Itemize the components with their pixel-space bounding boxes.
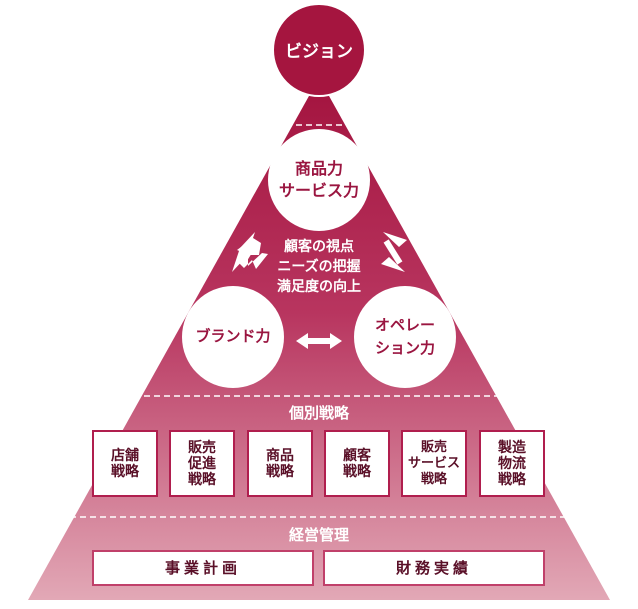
vision-label: ビジョン <box>285 42 353 62</box>
strategy-box-product: 商品 戦略 <box>247 430 313 497</box>
strategy-box-customer: 顧客 戦略 <box>324 430 390 497</box>
business-plan-box: 事業計画 <box>92 550 314 586</box>
strategy-box-sales-service: 販売 サービス 戦略 <box>401 430 467 497</box>
brand-circle <box>182 286 284 388</box>
arrow-horizontal <box>296 333 342 349</box>
operation-circle-label: オペレー ション力 <box>374 316 435 357</box>
section-individual-strategy: 個別戦略 <box>288 404 349 422</box>
section-management: 経営管理 <box>288 526 349 544</box>
strategy-box-sales-promotion: 販売 促進 戦略 <box>169 430 235 497</box>
arrow-right-diagonal <box>381 232 407 272</box>
operation-circle <box>354 286 456 388</box>
strategy-box-store: 店舗 戦略 <box>92 430 158 497</box>
customer-perspective-text: 顧客の視点 ニーズの把握 満足度の向上 <box>277 239 361 295</box>
brand-circle-label: ブランド力 <box>195 327 271 345</box>
strategy-box-manufacturing: 製造 物流 戦略 <box>479 430 545 497</box>
financial-results-box: 財務実績 <box>323 550 545 586</box>
vision-circle <box>272 3 366 97</box>
product-circle-label: 商品力 サービス力 <box>278 159 359 200</box>
product-circle <box>268 129 370 231</box>
